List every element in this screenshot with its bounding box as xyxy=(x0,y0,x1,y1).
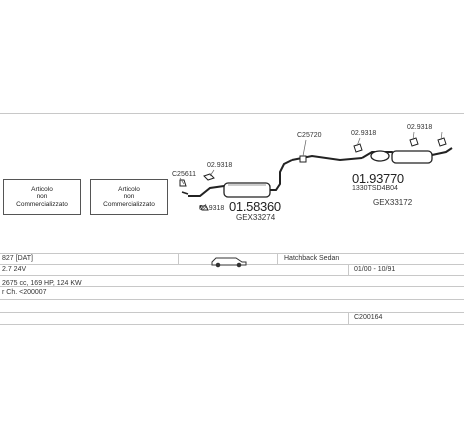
box-line: Articolo xyxy=(118,185,140,193)
row-line-3 xyxy=(0,275,464,276)
part-label-029318-d: 02.9318 xyxy=(407,124,433,131)
part-label-029318-a: 02.9318 xyxy=(207,162,233,169)
part-code-mid-muffler: 01.58360 xyxy=(229,199,281,214)
vehicle-specs: 2675 cc, 169 HP, 124 KW xyxy=(2,280,82,287)
vehicle-model: 827 [DAT] xyxy=(2,255,33,262)
part-label-029318-b: 02.9318 xyxy=(199,205,225,212)
box-line: Commercializzato xyxy=(16,200,68,208)
vehicle-body-type: Hatchback Sedan xyxy=(284,255,340,262)
row-line-1 xyxy=(0,253,464,254)
not-available-box-2: Articolo non Commercializzato xyxy=(90,179,168,215)
vehicle-production-dates: 01/00 - 10/91 xyxy=(354,266,396,273)
not-available-box-1: Articolo non Commercializzato xyxy=(3,179,81,215)
row-line-6 xyxy=(0,312,464,313)
col-divider-1 xyxy=(178,253,179,264)
box-line: Articolo xyxy=(31,185,53,193)
part-label-029318-c: 02.9318 xyxy=(351,130,377,137)
part-code-rear-muffler: 01.93770 xyxy=(352,171,404,186)
part-gex-mid-muffler: GEX33274 xyxy=(236,213,276,222)
box-line: non xyxy=(123,193,135,201)
col-divider-3 xyxy=(348,264,349,275)
box-line: non xyxy=(36,193,48,201)
part-label-c25720: C25720 xyxy=(297,132,322,139)
part-sub-rear-muffler: 1330TSD4B04 xyxy=(352,185,398,192)
part-label-c25611: C25611 xyxy=(172,171,197,178)
col-divider-2 xyxy=(277,253,278,264)
vehicle-chassis: r Ch. <200007 xyxy=(2,289,47,296)
vehicle-engine: 2.7 24V xyxy=(2,266,27,273)
row-line-5 xyxy=(0,299,464,300)
col-divider-4 xyxy=(348,312,349,324)
catalog-reference: C200164 xyxy=(354,314,383,321)
part-gex-rear-muffler: GEX33172 xyxy=(373,198,413,207)
row-line-7 xyxy=(0,324,464,325)
row-line-4 xyxy=(0,286,464,287)
car-body-icon xyxy=(211,257,247,268)
top-border-line xyxy=(0,113,464,114)
box-line: Commercializzato xyxy=(103,200,155,208)
